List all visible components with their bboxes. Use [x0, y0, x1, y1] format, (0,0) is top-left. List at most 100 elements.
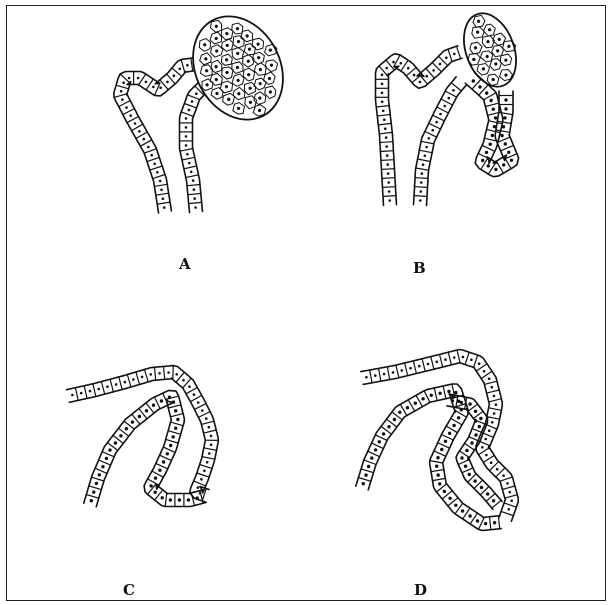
panel-b-tubule-drawing [376, 6, 528, 206]
cell-boundary [186, 388, 197, 394]
cell-nucleus [194, 206, 197, 209]
cell-nucleus [489, 99, 492, 102]
cell-nucleus [443, 490, 446, 493]
cell-boundary [437, 107, 449, 113]
cell-nucleus [419, 81, 422, 84]
cell-boundary [156, 463, 168, 468]
cell-nucleus [485, 91, 488, 94]
cell-nucleus [507, 151, 510, 154]
cell-nucleus [132, 378, 135, 381]
cell-boundary [89, 486, 101, 490]
cell-boundary [442, 435, 454, 441]
cell-nucleus [200, 478, 203, 481]
cell-boundary [438, 443, 450, 449]
cell-boundary [165, 494, 167, 507]
cell-nucleus [128, 77, 131, 80]
cell-boundary [136, 132, 147, 138]
cell-nucleus [430, 394, 433, 397]
cell-boundary [168, 405, 181, 408]
cell-boundary [413, 361, 416, 374]
cell-nucleus [468, 402, 471, 405]
cell-nucleus [374, 374, 377, 377]
cell-nucleus [208, 426, 211, 429]
cell-nucleus [495, 403, 498, 406]
cell-nucleus [454, 391, 457, 394]
cell-boundary [382, 178, 395, 179]
cell-boundary [448, 49, 452, 61]
cell-nucleus [149, 484, 152, 487]
cell-nucleus [193, 393, 196, 396]
cell-boundary [155, 367, 156, 380]
cell-nucleus [162, 460, 165, 463]
cell-nucleus [196, 496, 199, 499]
cell-boundary [500, 477, 512, 481]
cell-boundary [119, 377, 122, 390]
cell-boundary [501, 145, 514, 150]
cell-nucleus [374, 448, 377, 451]
cell-boundary [204, 430, 217, 433]
cell-boundary [502, 486, 515, 490]
cell-boundary [451, 418, 462, 425]
cell-boundary [383, 187, 396, 188]
cell-boundary [441, 99, 453, 105]
cell-nucleus [203, 470, 206, 473]
cell-boundary [425, 132, 437, 138]
cell-boundary [123, 109, 135, 115]
cell-nucleus [185, 135, 188, 138]
cell-nucleus [152, 404, 155, 407]
cell-nucleus [178, 68, 181, 71]
cell-nucleus [125, 106, 128, 109]
cell-boundary [84, 386, 87, 399]
cell-boundary [152, 471, 163, 477]
cell-nucleus [437, 473, 440, 476]
cell-nucleus [486, 492, 489, 495]
cell-nucleus [192, 179, 195, 182]
cell-boundary [496, 161, 503, 173]
cell-boundary [431, 470, 444, 472]
cell-boundary [446, 426, 457, 433]
cell-nucleus [439, 113, 442, 116]
cell-boundary [422, 359, 425, 372]
cell-nucleus [493, 521, 496, 524]
cell-nucleus [425, 146, 428, 149]
cell-nucleus [483, 370, 486, 373]
cell-layer-outline [376, 46, 458, 206]
cell-nucleus [421, 172, 424, 175]
cell-nucleus [504, 142, 507, 145]
cell-boundary [483, 455, 494, 462]
cell-nucleus [188, 385, 191, 388]
cell-nucleus [186, 153, 189, 156]
cell-nucleus [439, 63, 442, 66]
cell-boundary [457, 46, 461, 58]
cell-nucleus [485, 151, 488, 154]
cell-boundary [487, 417, 500, 420]
cell-nucleus [168, 396, 171, 399]
cell-boundary [408, 400, 415, 411]
cell-nucleus [173, 74, 176, 77]
cell-nucleus [401, 369, 404, 372]
cell-nucleus [201, 409, 204, 412]
cell-boundary [445, 91, 457, 97]
cell-nucleus [425, 75, 428, 78]
cell-nucleus [468, 473, 471, 476]
cell-boundary [481, 371, 492, 378]
cell-nucleus [169, 498, 172, 501]
cell-nucleus [166, 81, 169, 84]
cell-nucleus [89, 390, 92, 393]
cell-nucleus [178, 498, 181, 501]
cell-boundary [381, 160, 394, 161]
cell-boundary [448, 352, 451, 365]
cell-nucleus [491, 134, 494, 137]
cell-boundary [505, 495, 518, 498]
cell-boundary [92, 477, 104, 481]
cell-boundary [116, 85, 129, 89]
cell-nucleus [167, 371, 170, 374]
cell-boundary [424, 391, 430, 403]
cell-boundary [201, 421, 214, 424]
cell-nucleus [436, 456, 439, 459]
cell-nucleus [210, 435, 213, 438]
cell-boundary [180, 149, 193, 152]
cell-nucleus [453, 53, 456, 56]
cell-nucleus [494, 168, 497, 171]
cell-nucleus [101, 465, 104, 468]
